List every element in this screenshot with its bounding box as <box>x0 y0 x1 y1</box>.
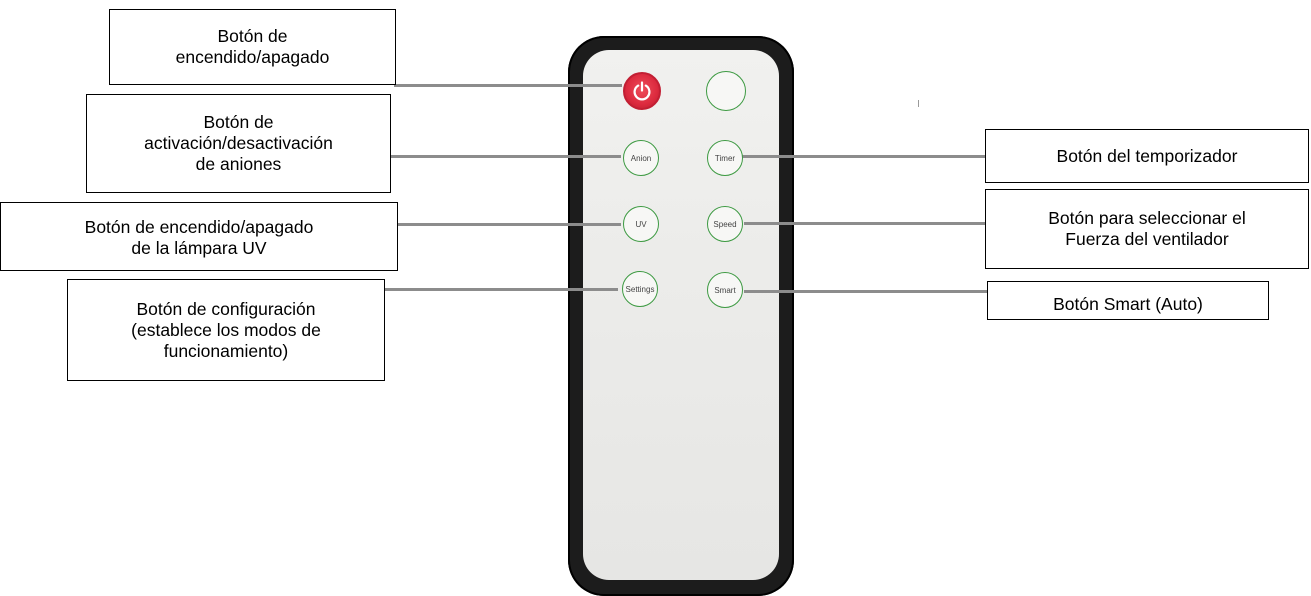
leader-line-uv <box>396 223 621 226</box>
leader-line-anion <box>389 155 621 158</box>
leader-line-settings <box>384 288 618 291</box>
settings-button[interactable]: Settings <box>622 271 658 307</box>
leader-line-smart <box>744 290 988 293</box>
callout-timer: Botón del temporizador <box>985 129 1309 183</box>
power-button[interactable] <box>623 72 661 110</box>
leader-line-power <box>394 84 622 87</box>
callout-speed: Botón para seleccionar el Fuerza del ven… <box>985 189 1309 269</box>
power-icon <box>633 81 651 101</box>
unlabeled-button[interactable] <box>706 71 746 111</box>
leader-line-timer <box>742 155 986 158</box>
speed-button[interactable]: Speed <box>707 206 743 242</box>
anion-button[interactable]: Anion <box>623 140 659 176</box>
smart-button[interactable]: Smart <box>707 272 743 308</box>
uv-button[interactable]: UV <box>623 206 659 242</box>
remote-face <box>583 50 779 580</box>
callout-settings: Botón de configuración (establece los mo… <box>67 279 385 381</box>
callout-anion: Botón de activación/desactivación de ani… <box>86 94 391 193</box>
leader-line-speed <box>744 222 986 225</box>
callout-smart: Botón Smart (Auto) <box>987 281 1269 320</box>
stray-mark <box>918 100 919 107</box>
callout-uv: Botón de encendido/apagado de la lámpara… <box>0 202 398 271</box>
timer-button[interactable]: Timer <box>707 140 743 176</box>
callout-power: Botón de encendido/apagado <box>109 9 396 85</box>
